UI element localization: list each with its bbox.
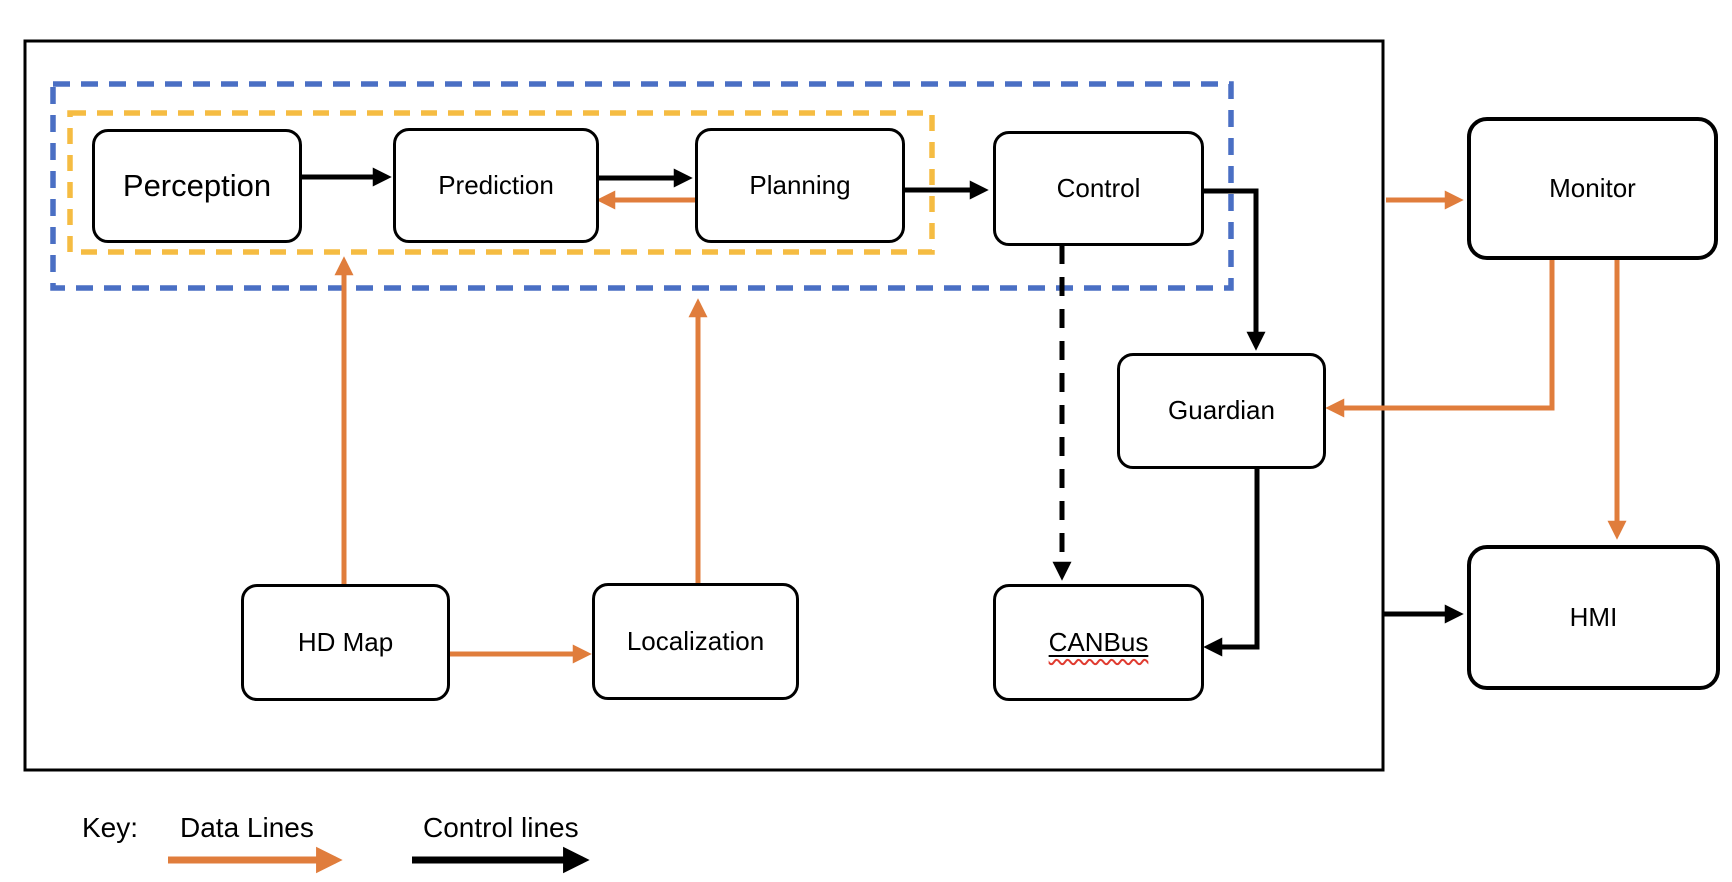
node-guardian: Guardian — [1117, 353, 1326, 469]
node-planning: Planning — [695, 128, 905, 243]
edge-monitor-to-guardian — [1325, 252, 1555, 418]
node-canbus-label-text: CANBus — [1048, 626, 1149, 657]
node-control: Control — [993, 131, 1204, 246]
node-hmi: HMI — [1467, 545, 1720, 690]
node-perception: Perception — [92, 129, 302, 243]
node-perception-label: Perception — [122, 168, 272, 204]
node-guardian-label: Guardian — [1168, 395, 1275, 426]
node-hmi-label: HMI — [1569, 601, 1618, 632]
autonomy-group-outline — [50, 81, 1234, 291]
node-prediction: Prediction — [393, 128, 599, 243]
node-hd-map-label: HD Map — [297, 626, 394, 657]
node-hd-map: HD Map — [241, 584, 450, 701]
node-monitor: Monitor — [1467, 117, 1718, 260]
pipeline-group-outline — [67, 110, 935, 255]
node-prediction-label: Prediction — [438, 169, 554, 200]
key-data-lines-label: Data Lines — [180, 812, 314, 843]
node-localization: Localization — [592, 583, 799, 700]
node-control-label: Control — [1056, 172, 1141, 203]
node-canbus: CANBus — [993, 584, 1204, 701]
edge-control-to-guardian — [1198, 188, 1266, 351]
node-localization-label: Localization — [626, 625, 765, 656]
node-canbus-label: CANBus — [1048, 626, 1149, 658]
node-planning-label: Planning — [749, 169, 851, 200]
key-title: Key: — [82, 812, 139, 843]
node-monitor-label: Monitor — [1549, 172, 1636, 203]
edge-guardian-to-canbus — [1203, 463, 1260, 657]
key-control-lines-label: Control lines — [423, 812, 579, 843]
